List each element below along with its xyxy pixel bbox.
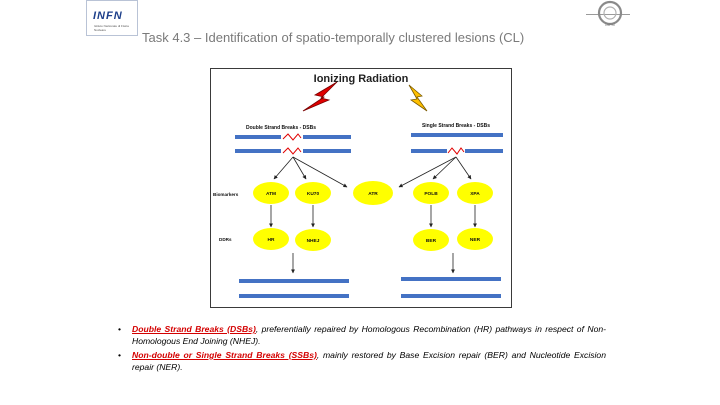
dsb-label: Double Strand Breaks - DSBs [246,125,316,131]
dsb-strand-top-left [235,135,281,139]
ddr-nhej [295,229,331,251]
ssb-strand-top [411,133,503,137]
biomarker-ku70-label: KU70 [307,191,320,197]
ddr-hr-label: HR [268,237,275,243]
biomarker-xpa-label: XPA [470,191,480,197]
repaired-dsb-strand-bottom [239,294,349,298]
bullet-ssb: • Non-double or Single Strand Breaks (SS… [118,349,606,374]
lightning-left-icon [302,81,338,112]
biomarker-atm-label: ATM [266,191,276,197]
dsb-break-bottom-icon [282,147,302,155]
biomarker-ku70 [295,182,331,204]
ddr-ber-label: BER [426,238,437,244]
biomarker-atr [353,181,393,205]
biomarker-atm [253,182,289,204]
bullet-ssb-highlight: Non-double or Single Strand Breaks (SSBs… [132,349,317,360]
bullet-dsb: • Double Strand Breaks (DSBs), preferent… [118,323,606,348]
dna-repair-diagram: Ionizing Radiation Double Strand Breaks … [210,68,512,308]
infn-logo: INFN Istituto Nazionale di Fisica Nuclea… [86,0,138,36]
ddr-nhej-label: NHEJ [307,238,320,244]
ibfm-logo: IBFM [584,0,632,34]
arrow-ssb-xpa [455,156,472,180]
arrow-ssb-polb [432,156,457,180]
bullet-ssb-text: , mainly restored by Base Excision repai… [132,349,606,373]
bullet-dsb-text: , preferentially repaired by Homologous … [132,324,606,347]
infn-logo-subtext: Istituto Nazionale di Fisica Nucleare [94,24,129,32]
ssb-strand-bottom-left [411,149,447,153]
row-label-ddrs: DDRs [219,237,232,242]
ssb-break-icon [447,147,465,155]
bullet-marker: • [118,324,122,334]
bullet-dsb-highlight: Double Strand Breaks (DSBs) [132,324,256,334]
biomarker-polb [413,182,449,204]
ddr-ner-label: NER [470,237,481,243]
bullet-list: • Double Strand Breaks (DSBs), preferent… [118,323,606,375]
biomarker-atr-label: ATR [368,191,378,197]
arrow-dsb-atr [292,156,348,188]
biomarker-polb-label: POLB [424,191,438,197]
ibfm-logo-graphic: IBFM [586,0,630,27]
biomarker-xpa [457,182,493,204]
ssb-strand-bottom-right [465,149,503,153]
slide-title: Task 4.3 – Identification of spatio-temp… [142,30,525,45]
ssb-label: Single Strand Breaks - DSBs [422,123,490,129]
ibfm-logo-text: IBFM [605,22,615,27]
lightning-right-icon [408,84,428,112]
repaired-dsb-strand-top [239,279,349,283]
arrow-dsb-ku70 [292,156,307,180]
bullet-marker: • [118,349,122,360]
ddr-hr [253,228,289,250]
arrow-ssb-atr [398,156,457,188]
repaired-ssb-strand-top [401,277,501,281]
dna-repair-diagram-svg: Ionizing Radiation Double Strand Breaks … [213,73,503,298]
arrow-dsb-atm [273,156,294,180]
dsb-strand-bottom-right [303,149,351,153]
dsb-strand-top-right [303,135,351,139]
dsb-strand-bottom-left [235,149,281,153]
ddr-ber [413,229,449,251]
repaired-ssb-strand-bottom [401,294,501,298]
ddr-ner [457,228,493,250]
infn-logo-text: INFN [93,10,123,22]
row-label-biomarkers: Biomarkers [213,192,239,197]
diagram-title: Ionizing Radiation [314,73,409,85]
dsb-break-top-icon [282,133,302,141]
